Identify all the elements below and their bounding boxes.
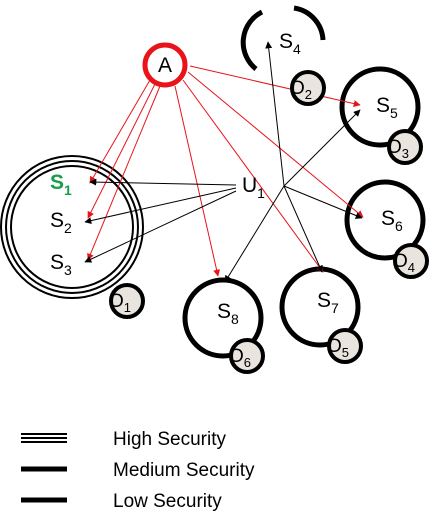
attacker-node-a: A [142, 42, 188, 88]
owner-o3: O3 [387, 129, 423, 165]
medium-zone-s8 [182, 277, 264, 359]
service-s4-label: S4 [279, 30, 301, 57]
user-u1-label: U1 [242, 174, 265, 201]
owner-o5: O5 [327, 328, 363, 364]
high-security-zone [0, 155, 144, 299]
owner-o1: O1 [109, 283, 145, 319]
edge-a-s7 [182, 79, 324, 273]
legend: High Security Medium Security Low Securi… [21, 429, 255, 512]
legend-low-label: Low Security [113, 491, 222, 512]
low-zone-s4 [240, 5, 326, 71]
owner-o1-label: O1 [109, 291, 131, 315]
service-s7-label: S7 [317, 289, 339, 316]
owner-o2: O2 [290, 70, 326, 106]
edge-a-s3 [87, 85, 161, 261]
legend-high-label: High Security [113, 429, 226, 450]
attacker-label: A [158, 54, 172, 77]
owner-o4: O4 [393, 243, 429, 279]
service-s2-label: S2 [50, 209, 72, 236]
service-s3-label: S3 [50, 251, 72, 278]
medium-zone-s5 [339, 66, 421, 148]
edge-a-s2 [87, 83, 156, 219]
medium-zone-s6 [344, 179, 426, 261]
user-edges [84, 41, 363, 283]
edge-a-s5 [189, 65, 361, 108]
owner-o4-label: O4 [393, 251, 415, 275]
service-s8-label: S8 [217, 300, 239, 327]
legend-high-swatch [21, 433, 67, 443]
edge-u1-s2 [84, 187, 237, 225]
owner-o5-label: O5 [327, 336, 349, 360]
owner-o3-label: O3 [387, 137, 409, 161]
edge-u1-s3 [84, 190, 237, 263]
service-s6-label: S6 [381, 207, 403, 234]
edge-u1-s7 [283, 185, 323, 273]
edge-u1-s1 [89, 178, 237, 186]
edge-u1-s4 [265, 41, 285, 187]
attack-edges [87, 65, 364, 277]
edge-u1-s5 [283, 109, 361, 187]
legend-medium-label: Medium Security [113, 460, 255, 481]
owner-o6: O6 [229, 338, 265, 374]
service-s5-label: S5 [376, 94, 398, 121]
owner-o2-label: O2 [290, 78, 312, 102]
edge-u1-s6 [283, 185, 363, 219]
service-s1-label: S1 [50, 171, 72, 198]
edge-u1-s8 [224, 185, 285, 283]
edge-a-s6 [187, 71, 364, 218]
owner-o6-label: O6 [229, 346, 251, 370]
edge-a-s1 [89, 79, 151, 184]
edge-a-s8 [174, 85, 221, 277]
